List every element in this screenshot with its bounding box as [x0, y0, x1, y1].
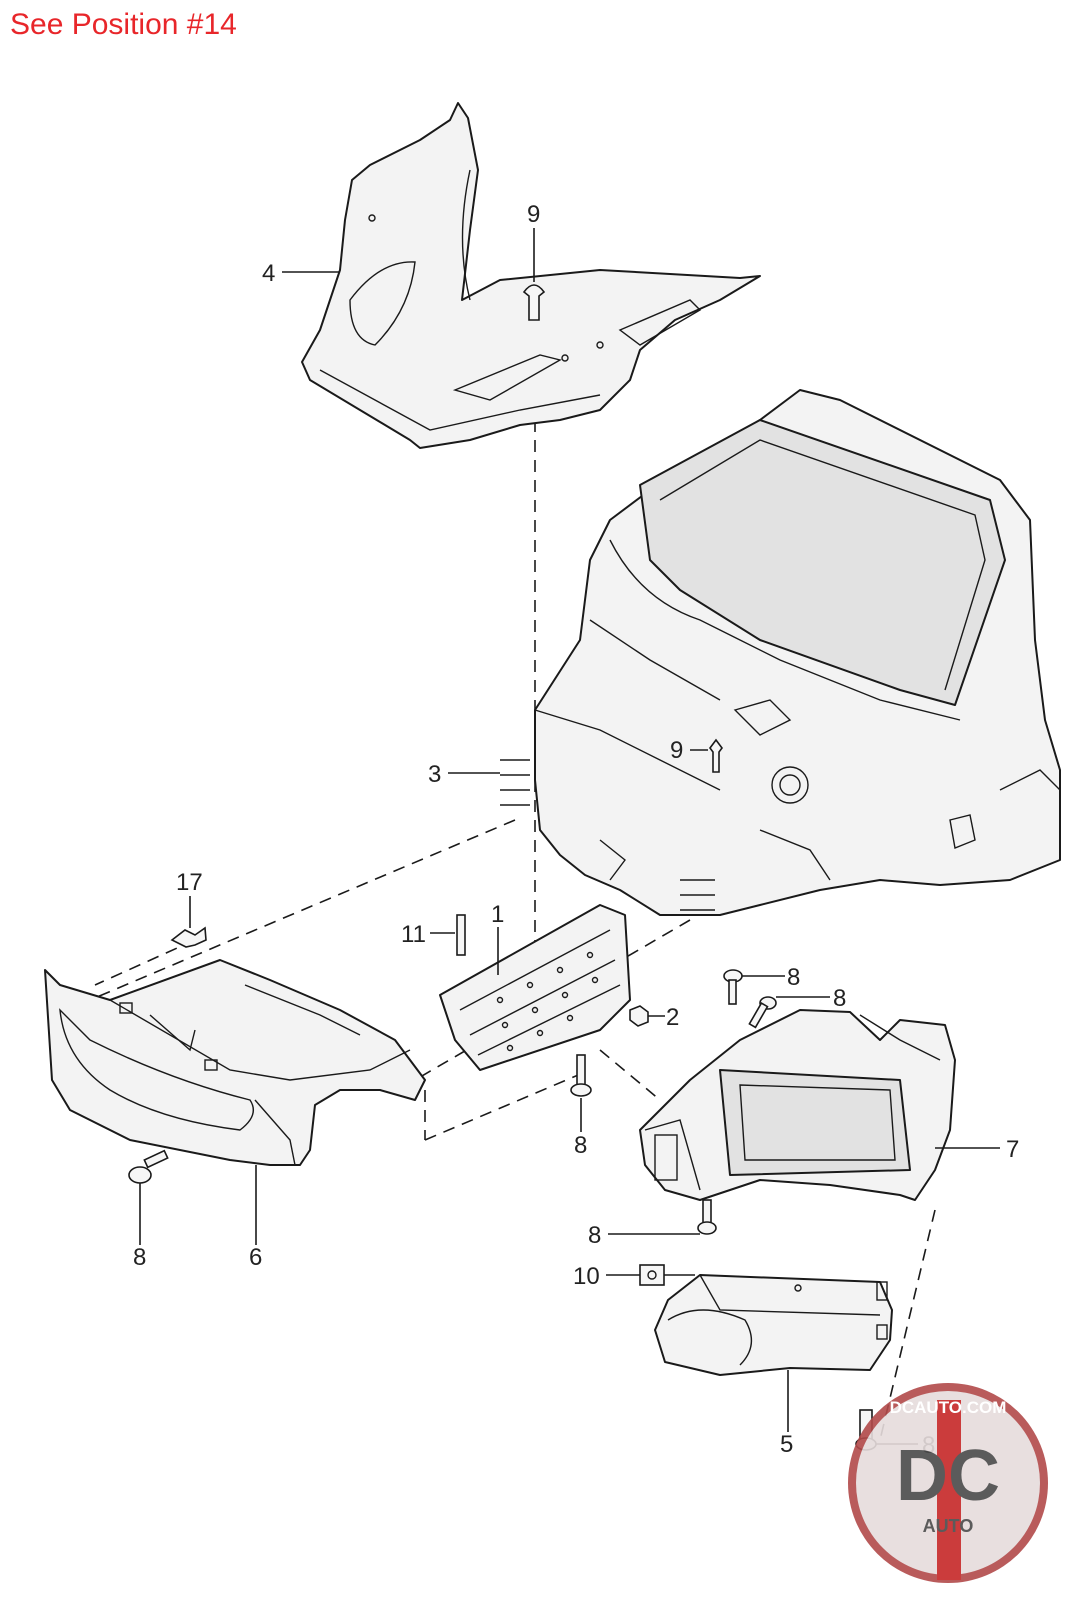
nut-2 — [629, 1005, 649, 1027]
callout-numbers: 4 9 3 9 17 11 1 2 8 8 8 7 8 8 6 10 5 8 — [133, 201, 1019, 1459]
bolt-8-center — [570, 1054, 592, 1097]
screw-9-body — [709, 738, 723, 773]
bolt-8-upper-b — [748, 996, 777, 1029]
part-7-side-duct — [639, 1009, 956, 1201]
watermark-site: DCAUTO.COM — [890, 1398, 1007, 1417]
clip-17 — [170, 926, 207, 948]
callout-6: 6 — [249, 1244, 262, 1271]
callout-11: 11 — [401, 921, 426, 948]
callout-8-left: 8 — [133, 1244, 146, 1271]
callout-8-upper-a: 8 — [787, 964, 800, 991]
reference-note: See Position #14 — [10, 8, 237, 41]
watermark-mark: DC — [896, 1436, 1000, 1516]
callout-8-upper-b: 8 — [833, 985, 846, 1012]
clip-10 — [639, 1264, 665, 1286]
dc-auto-watermark: DCAUTO.COM DC AUTO — [848, 1383, 1048, 1583]
part-4-upper-duct — [301, 102, 761, 449]
callout-9-top: 9 — [527, 201, 540, 228]
bolt-8-lower — [697, 1199, 717, 1235]
callout-8-center: 8 — [574, 1132, 587, 1159]
callout-3: 3 — [428, 761, 441, 788]
part-5-lower-panel — [654, 1274, 893, 1376]
watermark-stripe — [937, 1400, 961, 1580]
callout-8-lower: 8 — [588, 1222, 601, 1249]
part-1-center-duct — [439, 904, 631, 1071]
callout-17: 17 — [176, 869, 203, 896]
callout-7: 7 — [1006, 1136, 1019, 1163]
vehicle-body-structure — [500, 389, 1061, 916]
stud-11 — [456, 914, 466, 956]
callout-10: 10 — [573, 1263, 600, 1290]
part-6-air-guide — [44, 959, 426, 1166]
callout-4: 4 — [262, 260, 275, 287]
callout-2: 2 — [666, 1004, 679, 1031]
watermark-sub: AUTO — [923, 1516, 974, 1536]
callout-5: 5 — [780, 1431, 793, 1458]
bolt-8-left — [128, 1149, 169, 1184]
leader-lines — [139, 228, 1000, 1445]
callout-9-body: 9 — [670, 737, 683, 764]
screw-9-top — [522, 284, 546, 321]
callout-1: 1 — [491, 901, 504, 928]
bolt-8-upper-a — [723, 969, 743, 1005]
